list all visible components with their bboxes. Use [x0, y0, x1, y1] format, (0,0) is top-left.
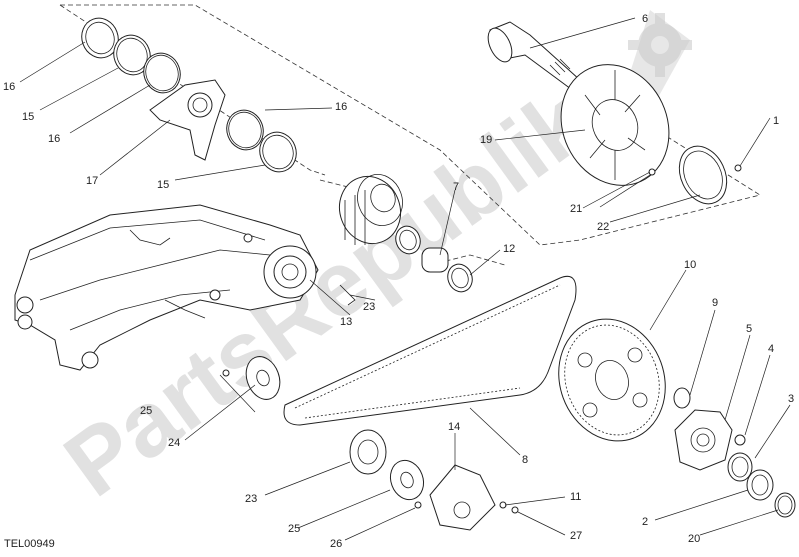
callout-17: 17: [86, 175, 98, 187]
rear-pulley-10: [558, 318, 666, 442]
bushing: [421, 247, 449, 273]
left-bearing-group: [81, 17, 297, 173]
circlip-18: [81, 17, 119, 59]
callout-16-right: 16: [335, 101, 347, 113]
callout-25-bottom: 25: [288, 523, 300, 535]
bearing-2: [746, 469, 774, 501]
clip-23: [339, 284, 356, 306]
callout-2: 2: [642, 516, 648, 528]
callout-7: 7: [453, 181, 459, 193]
nut-9: [673, 387, 691, 409]
callout-26-top: 25: [140, 405, 152, 417]
dashed-guide-top: [60, 4, 761, 246]
callout-10: 10: [684, 259, 696, 271]
sprocket-cover-14: [429, 464, 496, 531]
callout-labels: 16 15 16 17 16 15 6 19 7 12 13 23 1 21 2…: [3, 13, 794, 550]
eccentric-hub-group: [339, 174, 473, 306]
leader-lines: [19, 17, 791, 541]
callout-4: 4: [768, 343, 774, 355]
front-pulley-24: [349, 429, 387, 475]
callout-21: 21: [570, 203, 582, 215]
rear-pulley-group: [558, 318, 691, 442]
callout-6: 6: [642, 13, 648, 25]
flange-carrier-group: [674, 409, 796, 518]
callout-9: 9: [712, 297, 718, 309]
front-pulley-group: [222, 356, 519, 531]
screw-21: [648, 168, 656, 176]
callout-3: 3: [788, 393, 794, 405]
abs-ring-22: [678, 145, 728, 205]
screw-1: [734, 164, 742, 172]
o-ring-16-bottom: [226, 109, 264, 151]
screw-27: [511, 506, 519, 514]
screw-26-top: [222, 369, 230, 377]
callout-23: 23: [363, 301, 375, 313]
nut-4: [734, 434, 746, 446]
callout-11: 11: [570, 491, 581, 503]
callout-25-top: 24: [168, 437, 180, 449]
seal-ring-15-top: [113, 34, 151, 76]
rear-axle-group: [487, 21, 581, 93]
brake-disc-group: [560, 64, 742, 205]
callout-16-left: 16: [48, 133, 60, 145]
callout-22: 22: [597, 221, 609, 233]
screw-26-bottom: [414, 501, 422, 509]
callout-5: 5: [746, 323, 752, 335]
callout-13: 13: [340, 316, 352, 328]
watermark-gear-icon: [628, 13, 692, 77]
seal-ring-15-bottom: [259, 131, 297, 173]
callout-14: 14: [448, 421, 460, 433]
callout-24: 23: [245, 493, 257, 505]
drive-belt-group: [283, 275, 577, 426]
drawing-code: TEL00949: [4, 538, 55, 550]
callout-27: 27: [570, 530, 582, 542]
flange-carrier-5: [674, 409, 733, 471]
toothed-belt-8: [283, 275, 577, 426]
flange-25-top: [245, 356, 281, 400]
callout-19: 19: [480, 134, 492, 146]
dashed-guide-spacer: [429, 254, 506, 266]
brake-disc-19: [560, 64, 670, 186]
callout-20: 20: [688, 533, 700, 545]
o-ring-16-top: [143, 52, 181, 94]
callout-15-top: 15: [22, 111, 34, 123]
callout-18: 16: [3, 81, 15, 93]
callout-12: 12: [503, 243, 515, 255]
callout-15-bottom: 15: [157, 179, 169, 191]
seal-ring-7: [395, 225, 421, 255]
flange-25-bottom: [389, 459, 425, 501]
swingarm: [14, 204, 319, 371]
callout-1: 1: [773, 115, 779, 127]
callout-8: 8: [522, 454, 528, 466]
callout-26-bottom: 26: [330, 538, 342, 550]
